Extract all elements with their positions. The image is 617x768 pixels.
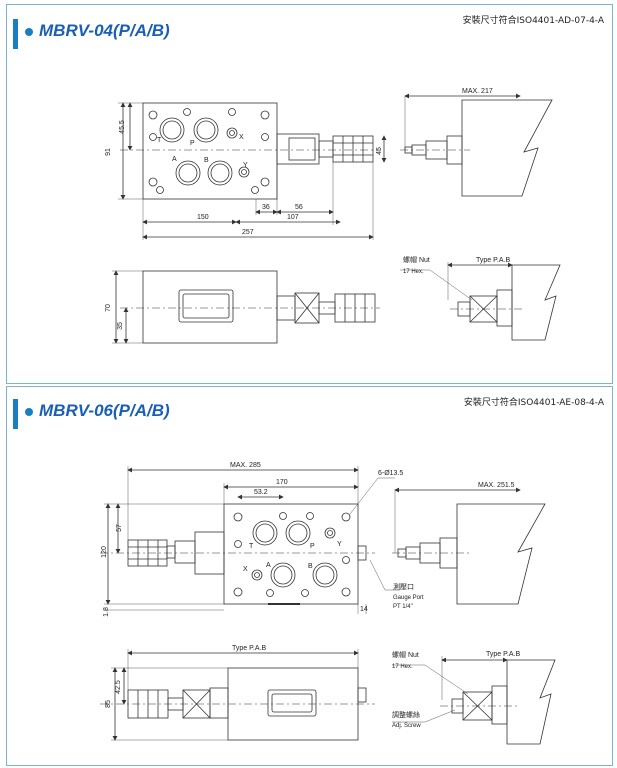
gauge-port-cn: 測壓口 <box>393 582 414 591</box>
section-title: MBRV-06(P/A/B) <box>25 401 170 421</box>
port-x: X <box>239 134 244 141</box>
dim-45: 45 <box>376 147 383 155</box>
dim-70: 70 <box>105 304 112 312</box>
dim-85: 85 <box>105 700 112 708</box>
gauge-port-en: Gauge Port <box>393 595 424 601</box>
dim-35: 35 <box>117 322 124 330</box>
port-y: Y <box>243 162 248 169</box>
dim-257: 257 <box>242 229 254 236</box>
port-p: P <box>190 140 195 147</box>
standard-note: 安裝尺寸符合ISO4401-AD-07-4-A <box>462 16 604 26</box>
port-t: T <box>157 137 162 144</box>
mbrv04-top-view <box>118 102 387 240</box>
dim-107: 107 <box>287 214 299 221</box>
port-x: X <box>243 566 248 573</box>
dim-42-5: 42.5 <box>115 680 122 694</box>
mbrv06-front-view <box>100 649 375 741</box>
bullet-icon <box>25 407 33 416</box>
dim-91: 91 <box>105 148 112 156</box>
mbrv04-front-view <box>112 270 380 344</box>
dim-150: 150 <box>197 214 209 221</box>
dim-14: 14 <box>360 606 368 613</box>
adj-screw-cn: 調整螺絲 <box>392 710 420 719</box>
port-b: B <box>204 157 209 164</box>
section-accent-bar <box>13 19 18 49</box>
dim-170: 170 <box>276 479 288 486</box>
dim-holes: 6-Ø13.5 <box>378 470 403 477</box>
nut-label: 螺帽 Nut <box>403 255 430 264</box>
section-title: MBRV-04(P/A/B) <box>25 21 170 41</box>
standard-note: 安裝尺寸符合ISO4401-AE-08-4-A <box>463 398 604 408</box>
type-label: Type P.A.B <box>476 257 510 264</box>
type-label: Type P.A.B <box>486 651 520 658</box>
dim-53-2: 53.2 <box>254 489 268 496</box>
hex-label: 17 Hex. <box>392 664 413 670</box>
dim-1-8: 1.8 <box>103 607 110 617</box>
dim-max-217: MAX. 217 <box>462 88 493 95</box>
dim-45-5: 45.5 <box>119 120 126 134</box>
port-t: T <box>249 543 254 550</box>
dim-56: 56 <box>295 204 303 211</box>
dim-120: 120 <box>101 546 108 558</box>
section-accent-bar <box>13 399 18 429</box>
section-mbrv-04: MBRV-04(P/A/B) 安裝尺寸符合ISO4401-AD-07-4-A <box>6 4 613 384</box>
dim-57: 57 <box>116 524 123 532</box>
mbrv04-side-view <box>400 93 553 197</box>
port-a: A <box>172 156 177 163</box>
adj-screw-en: Adj. Screw <box>392 723 421 729</box>
port-b: B <box>308 563 313 570</box>
gauge-port-pt: PT 1/4" <box>393 604 413 610</box>
hex-label: 17 Hex. <box>403 269 424 275</box>
bullet-icon <box>25 27 33 36</box>
port-a: A <box>266 562 271 569</box>
dim-max-285: MAX. 285 <box>230 462 261 469</box>
mbrv06-side-view <box>392 487 546 605</box>
port-p: P <box>310 543 315 550</box>
mbrv06-top-view <box>100 466 400 614</box>
mbrv04-side-detail <box>400 262 561 341</box>
dim-36: 36 <box>262 204 270 211</box>
dim-max-251: MAX. 251.5 <box>478 482 515 489</box>
nut-label: 螺帽 Nut <box>392 650 419 659</box>
mbrv06-side-detail <box>392 656 556 745</box>
port-y: Y <box>337 541 342 548</box>
type-label-top: Type P.A.B <box>232 645 266 652</box>
